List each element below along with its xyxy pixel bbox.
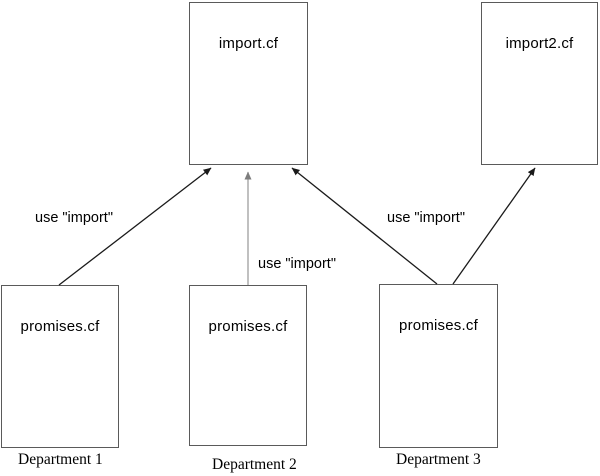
- node-import-cf-label: import.cf: [218, 35, 279, 52]
- node-promises-cf-dept3: promises.cf: [379, 284, 498, 448]
- node-promises-cf-dept3-label: promises.cf: [399, 317, 478, 334]
- node-promises-cf-dept1-label: promises.cf: [20, 318, 100, 335]
- edge-label-use-import-3: use "import": [387, 210, 465, 226]
- node-import2-cf: import2.cf: [481, 2, 598, 165]
- caption-department-2: Department 2: [212, 456, 297, 473]
- node-promises-cf-dept1: promises.cf: [1, 285, 119, 448]
- caption-department-1: Department 1: [18, 451, 103, 468]
- node-import-cf: import.cf: [189, 2, 308, 165]
- node-import2-cf-label: import2.cf: [505, 35, 574, 52]
- arrow-dept3-to-import2: [452, 167, 536, 285]
- caption-department-3: Department 3: [396, 451, 481, 468]
- node-promises-cf-dept2: promises.cf: [189, 285, 307, 446]
- node-promises-cf-dept2-label: promises.cf: [208, 318, 288, 335]
- edge-label-use-import-2: use "import": [258, 256, 336, 272]
- edge-label-use-import-1: use "import": [35, 210, 113, 226]
- arrow-dept1-to-import: [58, 167, 212, 286]
